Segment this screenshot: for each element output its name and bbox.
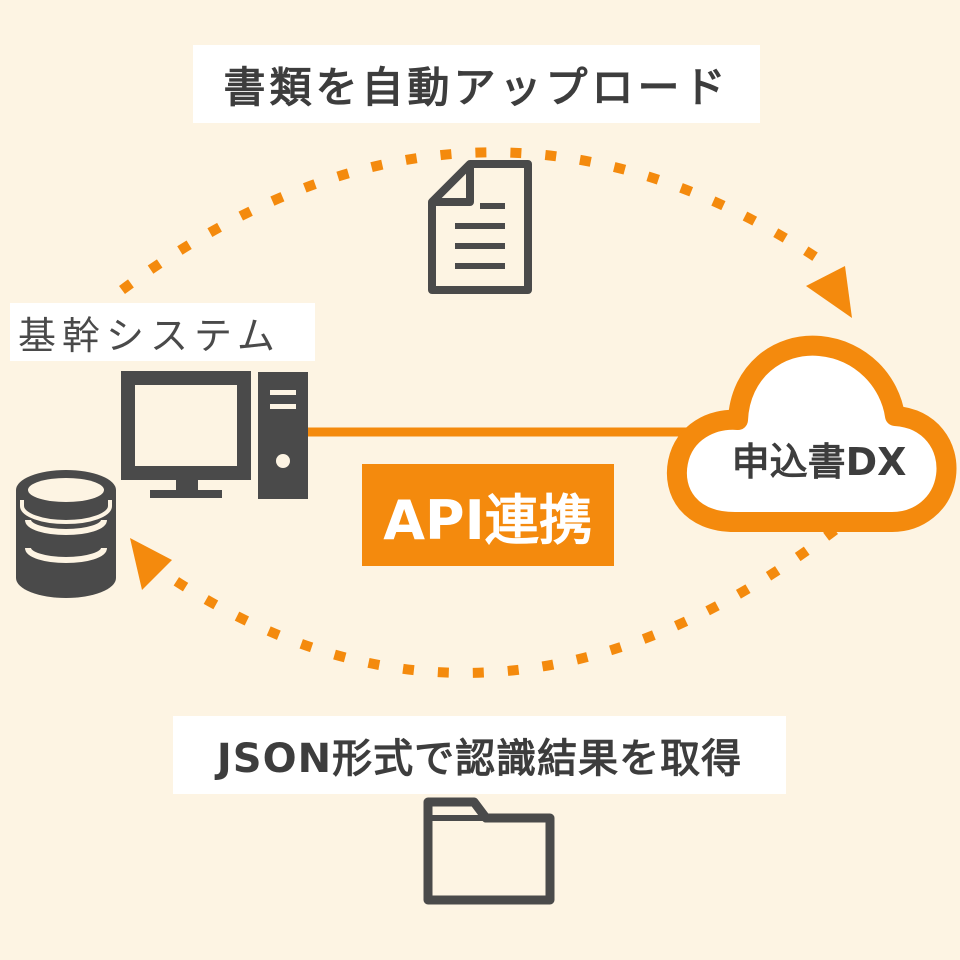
document-icon [428, 160, 532, 294]
retrieve-flow-arc [142, 526, 839, 678]
system-label: 基幹システム [10, 303, 315, 361]
cloud-label: 申込書DX [731, 439, 907, 484]
database-icon [16, 470, 116, 598]
folder-icon [423, 797, 555, 905]
arrow-head-icon [806, 266, 852, 318]
cloud-icon [666, 335, 957, 532]
upload-flow-arc [119, 147, 838, 295]
retrieve-label: JSON形式で認識結果を取得 [173, 716, 786, 794]
api-badge: API連携 [362, 464, 614, 566]
computer-icon [121, 371, 308, 499]
upload-label: 書類を自動アップロード [193, 45, 760, 123]
arrow-head-icon [130, 538, 172, 590]
